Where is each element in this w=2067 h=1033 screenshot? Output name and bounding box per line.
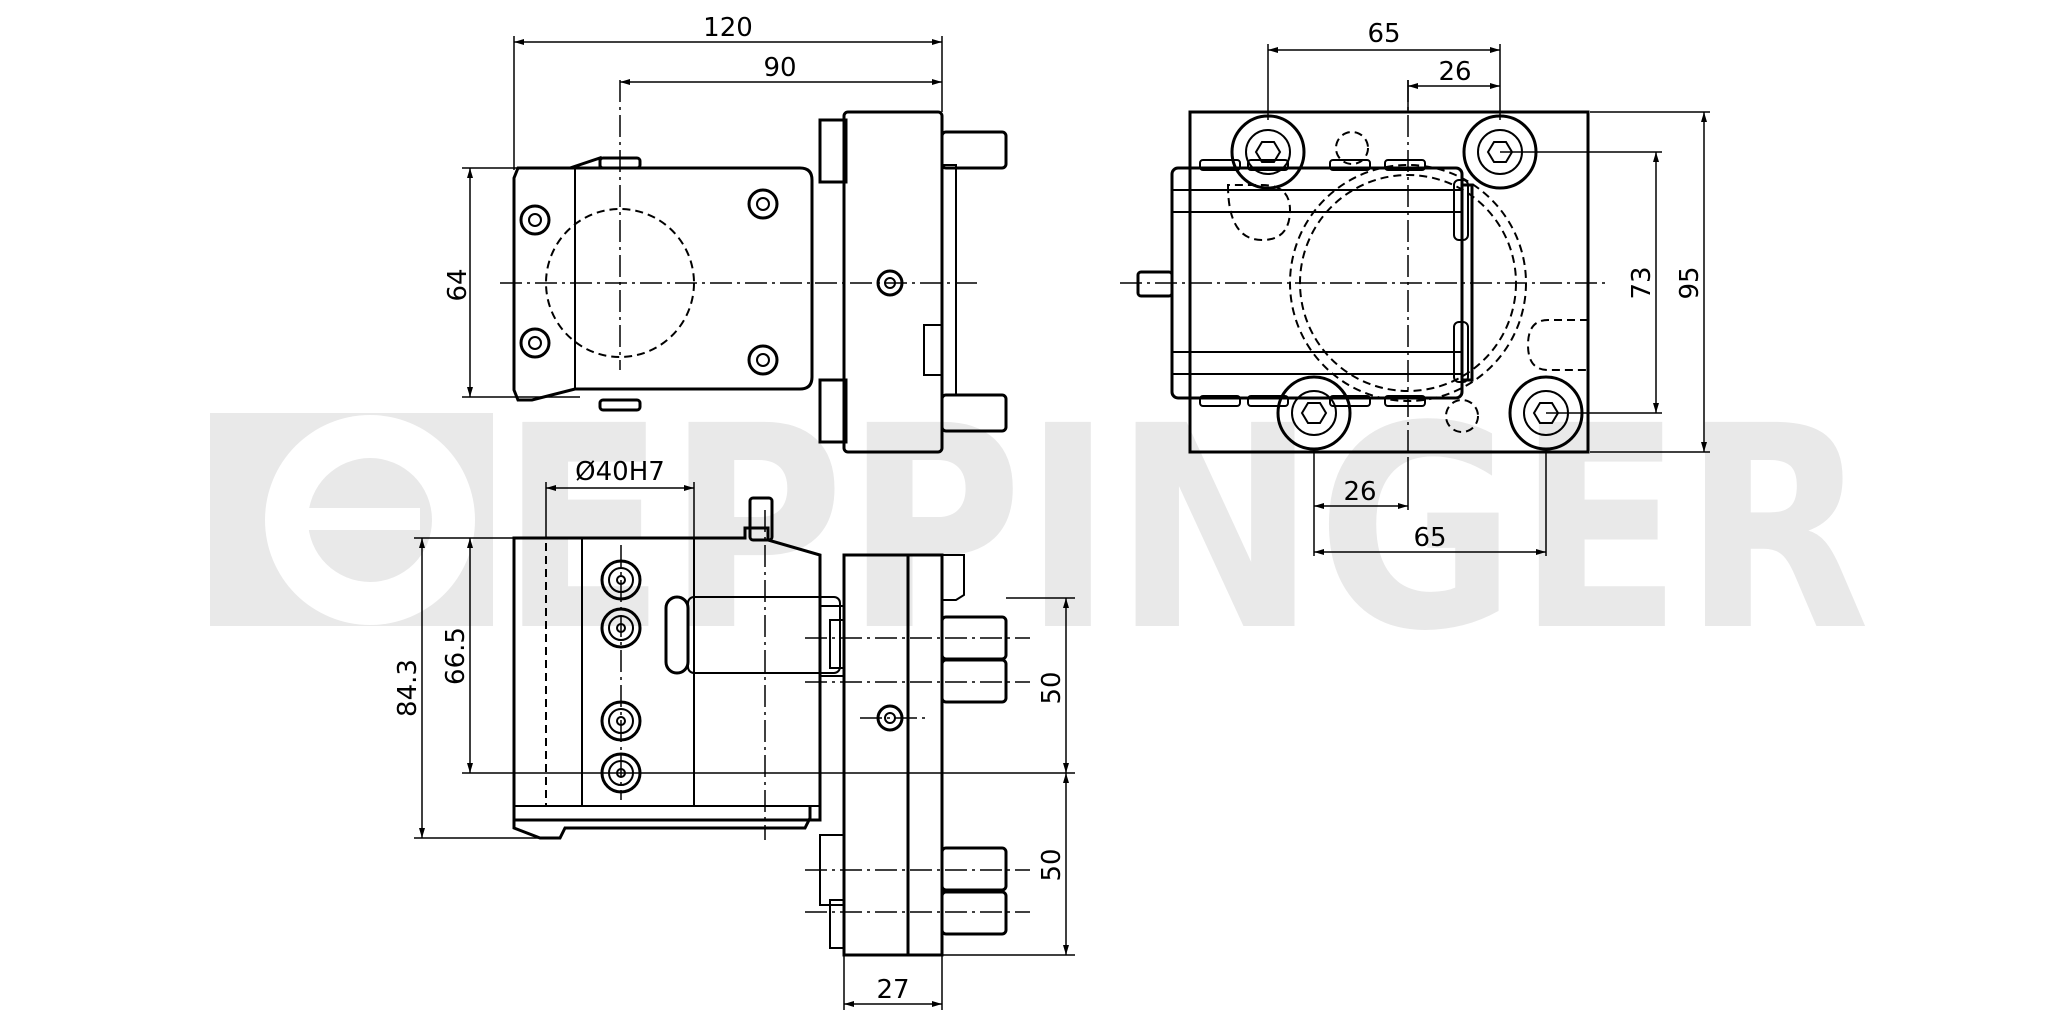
- watermark-text: EPPINGER: [500, 367, 1870, 693]
- dim-front-50-upper: 50: [1037, 671, 1067, 704]
- dim-side-bottom-65: 65: [1413, 523, 1446, 553]
- dim-front-66-5: 66.5: [441, 627, 471, 685]
- dim-top-120: 120: [703, 13, 753, 43]
- dim-front-50-lower: 50: [1037, 848, 1067, 881]
- dim-top-64: 64: [443, 268, 473, 301]
- dim-top-90: 90: [763, 53, 796, 83]
- dim-front-84-3: 84.3: [393, 659, 423, 717]
- socket-screw-icon: [519, 204, 551, 236]
- socket-screw-icon: [747, 188, 779, 220]
- side-view: 65 26 26 65 73 95: [1120, 19, 1710, 556]
- socket-screw-icon: [1276, 375, 1352, 451]
- dim-side-95: 95: [1675, 266, 1705, 299]
- socket-screw-icon: [747, 344, 779, 376]
- socket-screw-icon: [519, 327, 551, 359]
- dim-front-27: 27: [876, 975, 909, 1005]
- dim-side-26: 26: [1438, 57, 1471, 87]
- front-view: Ø40H7 84.3 66.5 50 50 27: [393, 457, 1075, 1010]
- top-view: 120 90 64: [443, 13, 1008, 454]
- dim-side-65: 65: [1367, 19, 1400, 49]
- socket-screw-icon: [1230, 114, 1306, 190]
- eppinger-logo: [210, 413, 493, 626]
- dim-front-bore: Ø40H7: [575, 457, 665, 487]
- dim-side-bottom-26: 26: [1343, 477, 1376, 507]
- dim-side-73: 73: [1627, 266, 1657, 299]
